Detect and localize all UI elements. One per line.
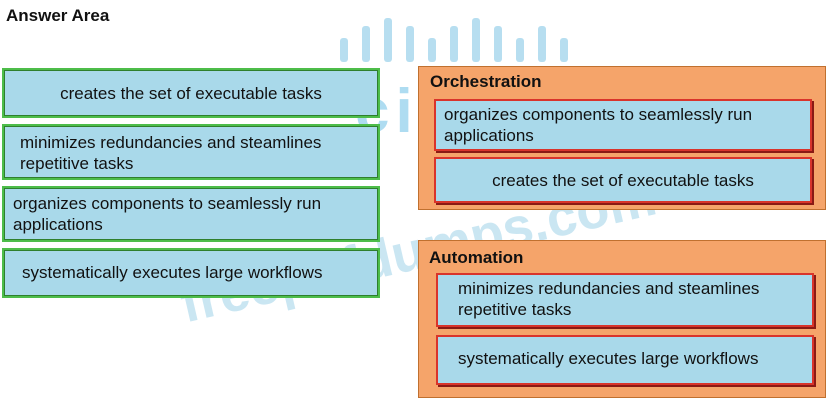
target-item-label: organizes components to seamlessly run a… [444,105,753,145]
source-item-organizes-components[interactable]: organizes components to seamlessly run a… [2,186,380,242]
source-item-systematically-executes[interactable]: systematically executes large workflows [2,248,380,298]
automation-item-systematically-executes[interactable]: systematically executes large workflows [436,335,814,385]
target-item-label: minimizes redundancies and steamlines re… [458,279,760,319]
source-item-label: organizes components to seamlessly run a… [13,194,322,234]
source-item-label: systematically executes large workflows [22,263,323,282]
source-item-executable-tasks[interactable]: creates the set of executable tasks [2,68,380,118]
orchestration-item-organizes-components[interactable]: organizes components to seamlessly run a… [434,99,812,151]
answer-area-title: Answer Area [6,6,110,25]
source-item-label: minimizes redundancies and steamlines re… [20,133,322,173]
orchestration-drop-zone[interactable]: Orchestration organizes components to se… [418,66,826,210]
automation-drop-zone[interactable]: Automation minimizes redundancies and st… [418,240,826,398]
source-item-label: creates the set of executable tasks [60,83,322,103]
target-item-label: systematically executes large workflows [458,349,759,368]
orchestration-item-executable-tasks[interactable]: creates the set of executable tasks [434,157,812,203]
target-item-label: creates the set of executable tasks [492,170,754,190]
orchestration-title: Orchestration [430,72,542,91]
source-item-minimizes-redundancies[interactable]: minimizes redundancies and steamlines re… [2,124,380,180]
automation-item-minimizes-redundancies[interactable]: minimizes redundancies and steamlines re… [436,273,814,327]
automation-title: Automation [429,248,524,267]
